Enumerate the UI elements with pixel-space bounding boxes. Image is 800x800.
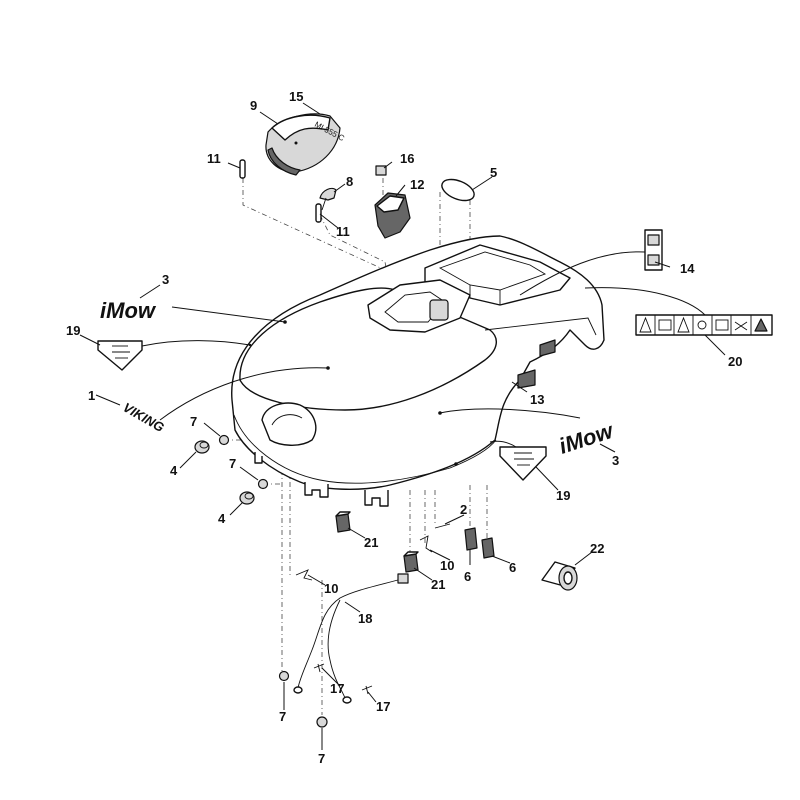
- warning-label-strip: [635, 314, 773, 336]
- warning-decal-left: [97, 340, 143, 371]
- label-7c: 7: [279, 709, 286, 724]
- screw-17a: [313, 663, 325, 673]
- bumper-4-bottom: [239, 491, 255, 505]
- keypad-bracket: [374, 192, 411, 239]
- latch-clip: [319, 187, 337, 211]
- label-17a: 17: [330, 681, 344, 696]
- label-22: 22: [590, 541, 604, 556]
- label-14: 14: [680, 261, 695, 276]
- part-number-labels: 1 2 3 3 4 4 5 6 6 7 7 7 7 8 9 10 10 11 1…: [66, 89, 742, 766]
- tape-roll: [541, 561, 578, 591]
- connector-21-right: [403, 551, 419, 573]
- nut-7b: [257, 478, 269, 490]
- label-7a: 7: [190, 414, 197, 429]
- label-7d: 7: [318, 751, 325, 766]
- label-11a: 11: [207, 151, 221, 166]
- contact-10b: [295, 569, 313, 581]
- label-4b: 4: [218, 511, 226, 526]
- viking-logo-decal: VIKING: [121, 400, 167, 435]
- label-2: 2: [460, 502, 467, 517]
- pins: [239, 159, 322, 223]
- label-7b: 7: [229, 456, 236, 471]
- label-20: 20: [728, 354, 742, 369]
- label-6a: 6: [464, 569, 471, 584]
- small-clip: [375, 165, 387, 176]
- contact-10a: [419, 535, 433, 553]
- label-5: 5: [490, 165, 497, 180]
- display-cover: MI 555 C: [265, 113, 346, 176]
- label-18: 18: [358, 611, 372, 626]
- label-3b: 3: [612, 453, 619, 468]
- label-15: 15: [289, 89, 303, 104]
- label-12: 12: [410, 177, 424, 192]
- label-10b: 10: [324, 581, 338, 596]
- label-3a: 3: [162, 272, 169, 287]
- imow-decal-right: iMow: [556, 417, 618, 458]
- connector-21-left: [335, 511, 351, 533]
- nut-7d: [316, 716, 328, 728]
- label-19a: 19: [66, 323, 80, 338]
- label-6b: 6: [509, 560, 516, 575]
- wire-harness: [293, 573, 409, 704]
- leader-lines: [79, 102, 726, 750]
- label-19b: 19: [556, 488, 570, 503]
- label-17b: 17: [376, 699, 390, 714]
- nut-7c: [278, 670, 290, 682]
- bumper-4-top: [194, 440, 210, 454]
- screw-17b: [361, 685, 373, 695]
- label-8: 8: [346, 174, 353, 189]
- clip-6a: [464, 527, 478, 551]
- label-9: 9: [250, 98, 257, 113]
- clip-6b: [481, 537, 495, 559]
- label-10a: 10: [440, 558, 454, 573]
- label-21b: 21: [431, 577, 445, 592]
- imow-decal-left: iMow: [100, 298, 157, 323]
- label-4a: 4: [170, 463, 178, 478]
- label-13: 13: [530, 392, 544, 407]
- warning-decal-right: [499, 446, 547, 481]
- label-11b: 11: [336, 224, 350, 239]
- round-lid: [441, 178, 475, 202]
- label-16: 16: [400, 151, 414, 166]
- alignment-lines: [224, 178, 488, 715]
- nut-7a: [218, 434, 230, 446]
- info-decal: [644, 229, 663, 271]
- housing-shell: [231, 235, 605, 507]
- label-1: 1: [88, 388, 95, 403]
- label-21a: 21: [364, 535, 378, 550]
- pin-2: [434, 523, 451, 529]
